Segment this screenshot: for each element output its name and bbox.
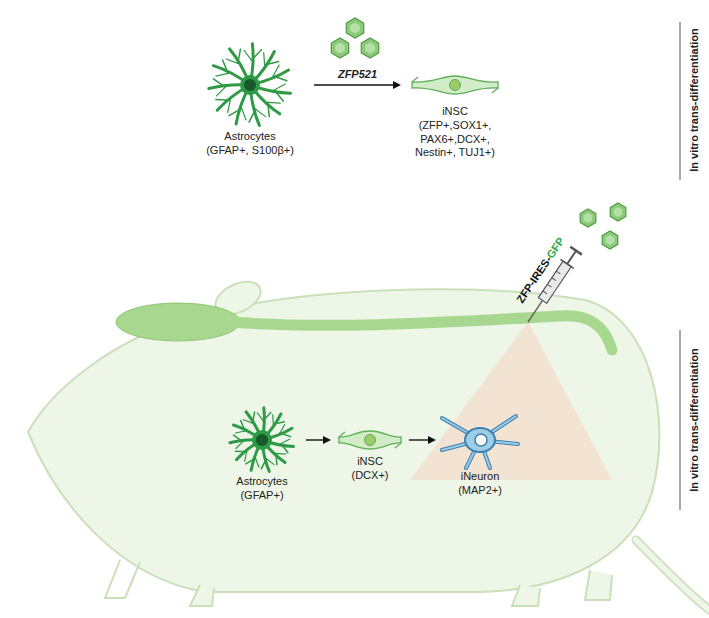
cell-name: iNSC <box>405 105 505 119</box>
marker-list: (ZFP+,SOX1+, PAX6+,DCX+, Nestin+, TUJ1+) <box>405 119 505 160</box>
arrow-connector <box>314 81 401 89</box>
cell-illustration <box>440 410 520 470</box>
mouse-leg <box>105 560 140 598</box>
brain <box>116 303 240 341</box>
side-label: In vitro trans-differentiation <box>688 10 700 190</box>
mouse-leg <box>512 585 540 606</box>
cell-node: iNSC(ZFP+,SOX1+, PAX6+,DCX+, Nestin+, TU… <box>405 65 505 160</box>
cell-name: Astrocytes <box>222 475 302 489</box>
cell-node: iNSC(DCX+) <box>335 425 405 483</box>
arrow-connector <box>306 436 331 444</box>
virus-particles <box>331 18 626 249</box>
cell-node: Astrocytes(GFAP+, S100β+) <box>190 40 310 158</box>
mouse-leg <box>585 570 612 600</box>
mouse-body <box>28 289 659 592</box>
cell-illustration <box>410 65 500 105</box>
cell-node: iNeuron(MAP2+) <box>440 410 520 498</box>
cell-illustration <box>337 425 403 455</box>
divider-line <box>680 330 681 510</box>
injection-area <box>410 322 612 480</box>
spinal-cord <box>232 316 612 350</box>
cell-name: iNSC <box>335 455 405 469</box>
marker-list: (GFAP+) <box>222 489 302 503</box>
arrow-connector <box>409 436 436 444</box>
cell-node: Astrocytes(GFAP+) <box>222 405 302 503</box>
mouse-leg <box>190 585 214 606</box>
marker-list: (MAP2+) <box>440 484 520 498</box>
cell-illustration <box>222 405 302 475</box>
edge-label: ZFP521 <box>338 68 377 80</box>
cell-name: iNeuron <box>440 470 520 484</box>
mouse-tail <box>636 540 709 612</box>
divider-line <box>680 22 681 180</box>
cell-name: Astrocytes <box>190 130 310 144</box>
marker-list: (GFAP+, S100β+) <box>190 144 310 158</box>
side-label: In vitro trans-differentiation <box>688 330 700 510</box>
mouse-tail <box>636 540 709 612</box>
cell-illustration <box>200 40 300 130</box>
marker-list: (DCX+) <box>335 469 405 483</box>
